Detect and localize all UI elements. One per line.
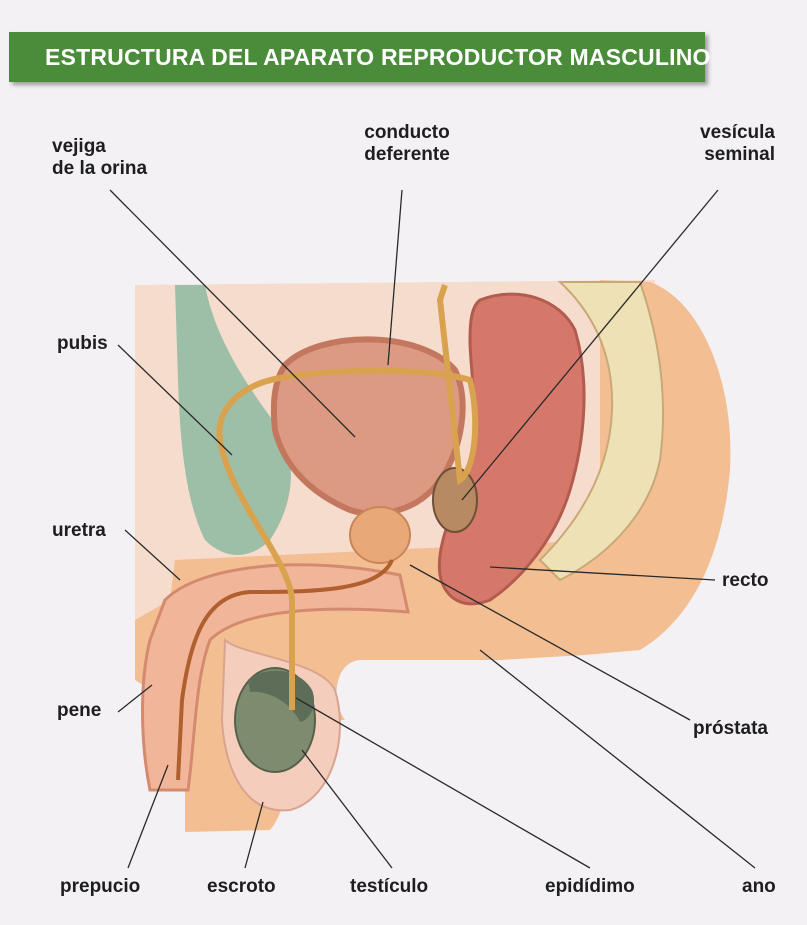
seminal-vesicle <box>433 468 477 532</box>
label-pubis: pubis <box>57 333 108 355</box>
label-vesicula: vesícula seminal <box>670 122 775 166</box>
leader-ano <box>480 650 755 868</box>
label-pene: pene <box>57 700 101 722</box>
label-prepucio: prepucio <box>60 876 140 898</box>
label-recto: recto <box>722 570 768 592</box>
label-ano: ano <box>742 876 776 898</box>
label-escroto: escroto <box>207 876 276 898</box>
leader-epididimo <box>296 698 590 868</box>
label-prostata: próstata <box>693 718 768 740</box>
leader-testiculo <box>302 750 392 868</box>
label-epididimo: epidídimo <box>545 876 635 898</box>
label-testiculo: testículo <box>350 876 428 898</box>
label-vejiga: vejiga de la orina <box>52 136 147 180</box>
label-uretra: uretra <box>52 520 106 542</box>
prostate <box>350 507 410 563</box>
label-conducto: conducto deferente <box>362 122 452 166</box>
